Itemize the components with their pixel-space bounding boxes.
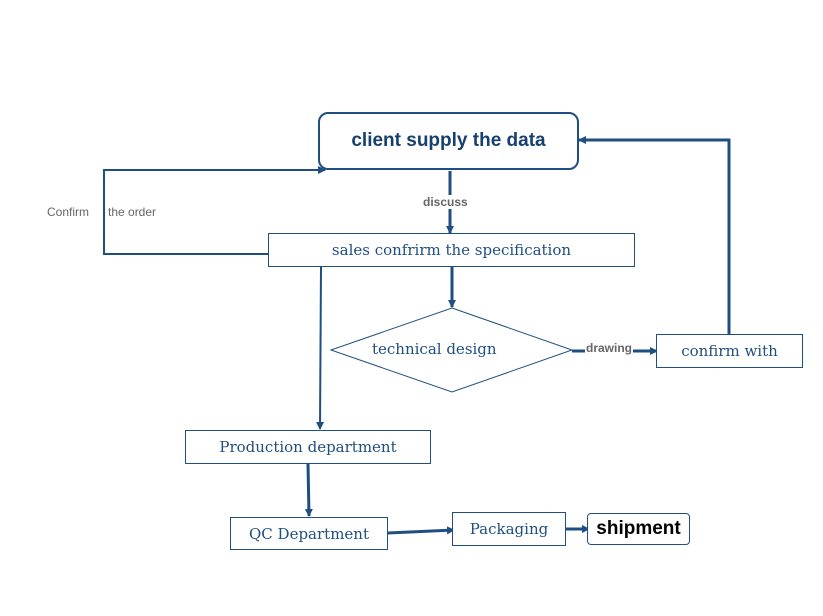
decision-diamond	[329, 307, 574, 393]
node-confirm-with: confirm with	[656, 334, 803, 368]
edge-confirm-to-client	[578, 136, 731, 334]
edge-label-confirm: Confirm	[46, 205, 94, 219]
edge-production-to-qc	[304, 463, 313, 517]
node-sales-confirm-specification: sales confrirm the specification	[268, 233, 635, 267]
node-client-supply-data: client supply the data	[318, 112, 579, 170]
edge-sales-to-client-loop	[103, 166, 326, 255]
node-technical-design: technical design	[372, 340, 497, 358]
edge-qc-to-packaging	[387, 526, 455, 535]
node-packaging: Packaging	[452, 512, 566, 546]
edge-label-drawing: drawing	[585, 341, 634, 355]
node-shipment: shipment	[587, 513, 690, 545]
edge-label-the-order: the order	[107, 205, 158, 219]
node-qc-department: QC Department	[230, 517, 388, 550]
node-production-department: Production department	[185, 430, 431, 464]
edge-sales-to-production	[316, 266, 325, 430]
edge-label-discuss: discuss	[421, 195, 470, 209]
